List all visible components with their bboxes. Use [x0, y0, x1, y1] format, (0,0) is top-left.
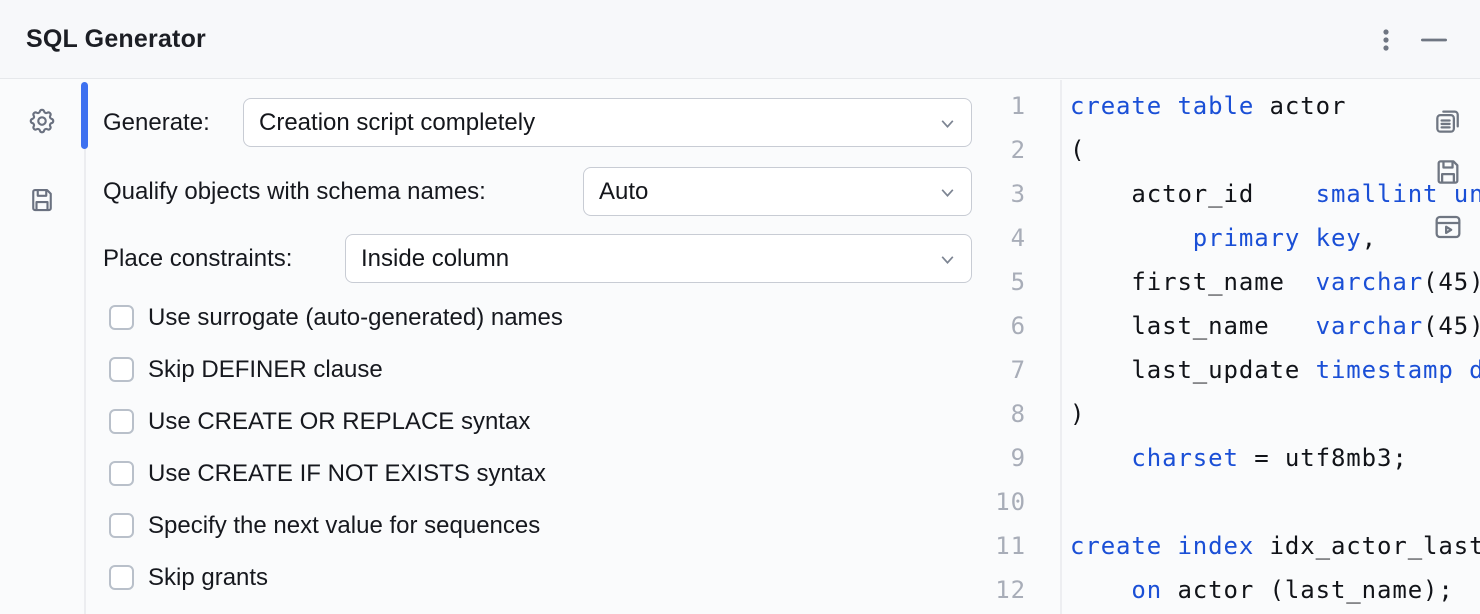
code-text: last_name varchar(45): [1070, 312, 1480, 340]
code-line: 7 last_update timestamp default: [880, 348, 1480, 392]
checkbox-label: Use CREATE IF NOT EXISTS syntax: [148, 460, 546, 487]
checkbox-label: Specify the next value for sequences: [148, 512, 541, 539]
line-number: 2: [1010, 136, 1026, 164]
code-text: charset = utf8mb3;: [1131, 444, 1408, 472]
checkbox-label: Skip grants: [148, 564, 269, 591]
open-in-console-icon: [1432, 211, 1464, 243]
line-number: 10: [995, 488, 1026, 516]
options-scrollbar-track: [84, 148, 86, 614]
code-text: ): [1070, 400, 1086, 428]
checkbox-label: Use CREATE OR REPLACE syntax: [148, 408, 531, 435]
code-line: 6 last_name varchar(45): [880, 304, 1480, 348]
kebab-menu-icon: [1383, 24, 1389, 56]
line-number: 5: [1010, 268, 1026, 296]
chevron-down-icon: [939, 115, 956, 132]
qualify-objects-select-value: Auto: [599, 178, 649, 205]
code-text: primary key,: [1192, 224, 1377, 252]
line-number: 11: [995, 532, 1026, 560]
copy-icon: [1432, 105, 1464, 137]
code-text: (: [1070, 136, 1086, 164]
line-number: 9: [1010, 444, 1026, 472]
line-number: 12: [995, 576, 1026, 604]
code-line: 12 on actor (last_name);: [880, 568, 1480, 612]
code-line: 2(: [880, 128, 1480, 172]
floppy-disk-icon: [27, 185, 57, 215]
line-number: 3: [1010, 180, 1026, 208]
place-constraints-label: Place constraints:: [103, 245, 293, 272]
floppy-disk-icon: [1432, 156, 1464, 188]
place-constraints-select[interactable]: Inside column: [345, 234, 972, 283]
line-number: 1: [1010, 92, 1026, 120]
code-text: on actor (last_name);: [1131, 576, 1454, 604]
line-number: 8: [1010, 400, 1026, 428]
save-settings-button[interactable]: [27, 185, 57, 215]
code-line: 11 create index idx_actor_last_name: [880, 524, 1480, 568]
checkbox[interactable]: [109, 461, 134, 486]
generate-label: Generate:: [103, 109, 210, 136]
chevron-down-icon: [939, 184, 956, 201]
options-scrollbar-thumb[interactable]: [81, 82, 88, 149]
code-line: 5 first_name varchar(45): [880, 260, 1480, 304]
code-text: first_name varchar(45): [1070, 268, 1480, 296]
minimize-button[interactable]: [1416, 22, 1452, 58]
dialog-title: SQL Generator: [26, 25, 206, 53]
minimize-icon: [1421, 38, 1447, 42]
code-text: create table actor: [1070, 92, 1347, 120]
code-text: actor_id smallint unsigned: [1070, 180, 1480, 208]
chevron-down-icon: [939, 251, 956, 268]
gear-icon: [27, 106, 57, 136]
line-number: 7: [1010, 356, 1026, 384]
checkbox-label: Use surrogate (auto-generated) names: [148, 304, 563, 331]
qualify-objects-select[interactable]: Auto: [583, 167, 972, 216]
code-line: 3 actor_id smallint unsigned: [880, 172, 1480, 216]
line-number: 6: [1010, 312, 1026, 340]
checkbox[interactable]: [109, 513, 134, 538]
editor-gutter-separator: [1060, 80, 1062, 614]
line-number: 4: [1010, 224, 1026, 252]
code-line: 10: [880, 480, 1480, 524]
qualify-objects-label: Qualify objects with schema names:: [103, 178, 486, 205]
titlebar: SQL Generator: [0, 0, 1480, 79]
code-line: 9 charset = utf8mb3;: [880, 436, 1480, 480]
copy-button[interactable]: [1432, 105, 1464, 137]
checkbox-label: Skip DEFINER clause: [148, 356, 383, 383]
settings-button[interactable]: [27, 106, 57, 136]
save-to-file-button[interactable]: [1432, 156, 1464, 188]
code-line: 1 create table actor: [880, 84, 1480, 128]
checkbox[interactable]: [109, 409, 134, 434]
checkbox[interactable]: [109, 357, 134, 382]
generate-select[interactable]: Creation script completely: [243, 98, 972, 147]
open-in-console-button[interactable]: [1432, 211, 1464, 243]
generate-select-value: Creation script completely: [259, 109, 536, 136]
code-text: last_update timestamp default: [1070, 356, 1480, 384]
code-line: 4 primary key,: [880, 216, 1480, 260]
code-line: 8): [880, 392, 1480, 436]
checkbox[interactable]: [109, 565, 134, 590]
checkbox[interactable]: [109, 305, 134, 330]
more-options-button[interactable]: [1368, 22, 1404, 58]
code-text: create index idx_actor_last_name: [1070, 532, 1480, 560]
place-constraints-select-value: Inside column: [361, 245, 510, 272]
